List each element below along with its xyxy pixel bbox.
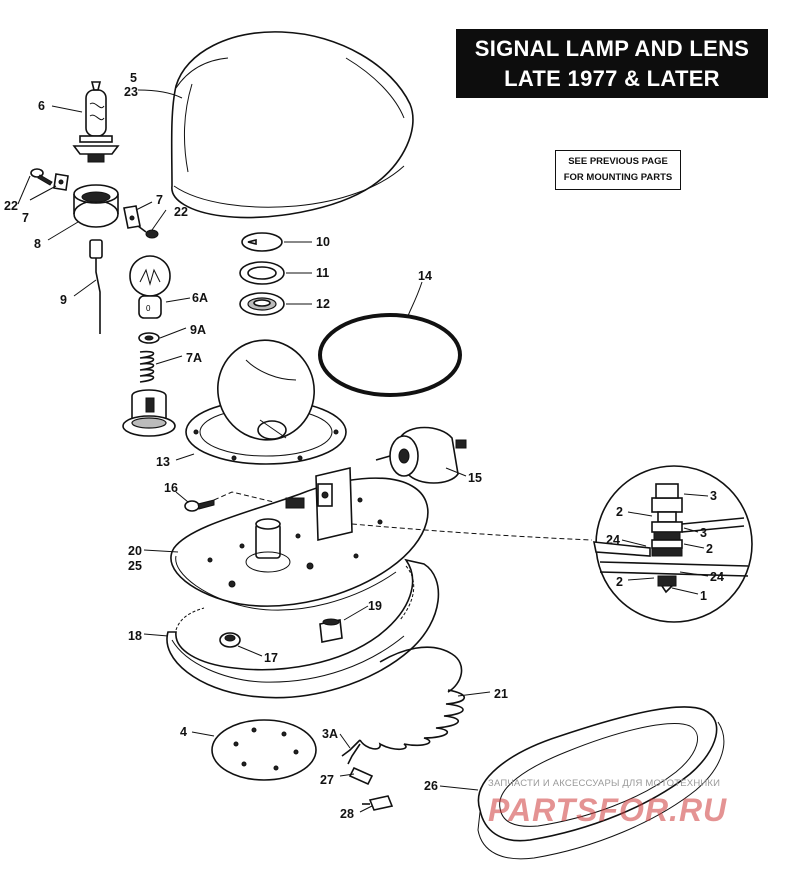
washer-9a xyxy=(138,332,160,344)
label-22-right: 22 xyxy=(174,205,188,219)
watermark-caption: ЗАПЧАСТИ И АКСЕССУАРЫ ДЛЯ МОТОТЕХНИКИ xyxy=(488,778,721,789)
label-14: 14 xyxy=(418,269,432,283)
screw-right xyxy=(137,225,159,239)
detail-label-3-mid: 3 xyxy=(700,526,707,540)
label-11: 11 xyxy=(316,266,329,280)
label-6: 6 xyxy=(38,99,45,113)
bulb-6a: 0 xyxy=(129,255,171,319)
label-6a: 6A xyxy=(192,291,208,305)
label-28: 28 xyxy=(340,807,354,821)
note-line-2: FOR MOUNTING PARTS xyxy=(563,172,673,183)
seal-12 xyxy=(239,292,285,316)
label-22-left: 22 xyxy=(4,199,18,213)
watermark-logo: PARTSFOR.RU xyxy=(488,792,728,828)
cover-plate xyxy=(211,719,317,781)
label-20: 20 xyxy=(128,544,142,558)
label-16: 16 xyxy=(164,481,178,495)
rotation-motor xyxy=(375,426,467,484)
label-27: 27 xyxy=(320,773,334,787)
halogen-bulb xyxy=(72,81,120,163)
label-9a: 9A xyxy=(190,323,206,337)
title-line-2: LATE 1977 & LATER xyxy=(504,66,720,91)
detail-label-2-bottom: 2 xyxy=(616,575,623,589)
outer-base xyxy=(477,706,725,860)
label-21: 21 xyxy=(494,687,508,701)
coiled-cord xyxy=(341,646,466,765)
label-25: 25 xyxy=(128,559,142,573)
spring-7a xyxy=(139,350,155,383)
seal-11 xyxy=(239,261,285,285)
label-5: 5 xyxy=(130,71,137,85)
title-line-1: SIGNAL LAMP AND LENS xyxy=(474,36,750,61)
label-4: 4 xyxy=(180,725,187,739)
detail-label-2-top: 2 xyxy=(616,505,623,519)
socket-ring xyxy=(73,184,119,228)
diagram-title: SIGNAL LAMP AND LENS LATE 1977 & LATER xyxy=(456,29,768,98)
grommet-17 xyxy=(219,632,241,648)
detail-label-2-right: 2 xyxy=(706,542,713,556)
housing-ring xyxy=(166,558,440,699)
dome-lens xyxy=(170,31,414,219)
lamp-socket xyxy=(122,389,176,437)
screw-16 xyxy=(184,499,215,512)
label-7-right: 7 xyxy=(156,193,163,207)
clip-left xyxy=(53,173,69,191)
screw-left xyxy=(30,168,53,186)
clip-right xyxy=(123,205,141,229)
detail-label-1: 1 xyxy=(700,589,707,603)
detail-label-24-right: 24 xyxy=(710,570,724,584)
label-3a: 3A xyxy=(322,727,338,741)
note-line-1: SEE PREVIOUS PAGE xyxy=(568,156,668,167)
label-10: 10 xyxy=(316,235,330,249)
part-labels: 5 23 6 22 7 7 22 8 9 6A 9A 7A 10 11 12 1… xyxy=(4,71,724,821)
wire-lead xyxy=(89,239,103,334)
leader-lines xyxy=(17,89,709,813)
label-9: 9 xyxy=(60,293,67,307)
grommet-19 xyxy=(319,618,343,643)
label-17: 17 xyxy=(264,651,278,665)
base-plate xyxy=(170,466,429,611)
terminal-27 xyxy=(348,766,374,786)
svg-text:0: 0 xyxy=(146,304,151,313)
label-8: 8 xyxy=(34,237,41,251)
detail-label-24-left: 24 xyxy=(606,533,620,547)
label-13: 13 xyxy=(156,455,170,469)
label-7-left: 7 xyxy=(22,211,29,225)
detail-inset xyxy=(593,465,753,623)
label-26: 26 xyxy=(424,779,438,793)
label-23: 23 xyxy=(124,85,138,99)
o-ring-gasket xyxy=(318,313,462,397)
reflector-base xyxy=(185,339,347,465)
label-18: 18 xyxy=(128,629,142,643)
connector-28 xyxy=(362,795,394,811)
detail-label-3-top: 3 xyxy=(710,489,717,503)
retaining-ring xyxy=(241,232,283,252)
label-19: 19 xyxy=(368,599,382,613)
label-7a: 7A xyxy=(186,351,202,365)
mounting-note: SEE PREVIOUS PAGE FOR MOUNTING PARTS xyxy=(555,150,681,190)
label-15: 15 xyxy=(468,471,482,485)
label-12: 12 xyxy=(316,297,330,311)
